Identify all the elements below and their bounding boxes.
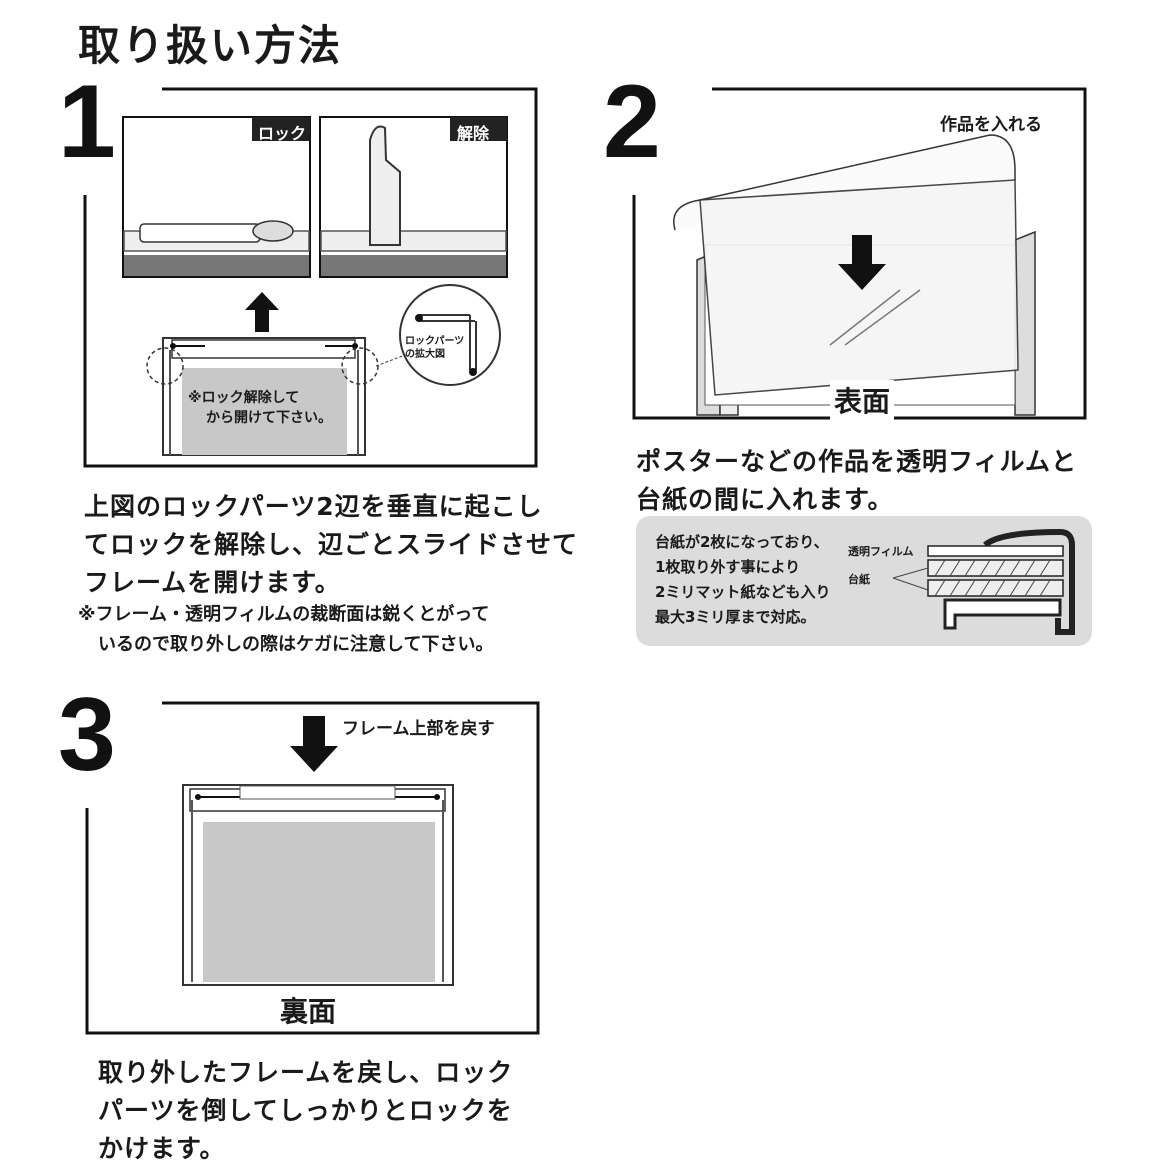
step1-desc-line3: フレームを開けます。 — [84, 568, 341, 597]
lock-parts-callout — [399, 284, 501, 386]
step3-number: 3 — [58, 677, 116, 793]
page-title: 取り扱い方法 — [78, 21, 343, 70]
info-line4: 最大3ミリ厚まで対応。 — [655, 608, 816, 626]
callout-label: ロックパーツ の拡大図 — [405, 335, 464, 361]
step1-description: 上図のロックパーツ2辺を垂直に起こし てロックを解除し、辺ごとスライドさせて フ… — [84, 488, 578, 602]
step2-number: 2 — [603, 64, 661, 180]
step1-warning: ※フレーム・透明フィルムの裁断面は鋭くとがって いるので取り外しの際はケガに注意… — [78, 600, 493, 660]
step3-desc-line2: パーツを倒してしっかりとロックを — [98, 1096, 513, 1125]
step3-description: 取り外したフレームを戻し、ロック パーツを倒してしっかりとロックを かけます。 — [98, 1054, 513, 1168]
inner-note-line2: から開けて下さい。 — [206, 410, 332, 426]
step2-desc-line2: 台紙の間に入れます。 — [636, 485, 894, 514]
release-label: 解除 — [457, 124, 490, 143]
inner-note: ※ロック解除して から開けて下さい。 — [188, 388, 332, 428]
info-line2: 1枚取り外す事により — [655, 558, 801, 576]
callout-label-line1: ロックパーツ — [405, 336, 465, 347]
front-label: 表面 — [830, 380, 895, 420]
step2-description: ポスターなどの作品を透明フィルムと 台紙の間に入れます。 — [636, 443, 1077, 519]
down-arrow-icon — [838, 235, 886, 290]
info-text: 台紙が2枚になっており、 1枚取り外す事により 2ミリマット紙なども入り 最大3… — [655, 530, 830, 630]
step1-desc-line1: 上図のロックパーツ2辺を垂直に起こし — [84, 492, 543, 521]
step3-desc-line3: かけます。 — [98, 1134, 226, 1163]
inner-note-line1: ※ロック解除して — [188, 390, 300, 406]
return-label: フレーム上部を戻す — [342, 719, 495, 739]
release-detail-panel — [319, 116, 508, 278]
down-arrow-icon-step3 — [290, 716, 338, 772]
step1-number: 1 — [58, 64, 116, 180]
back-label: 裏面 — [280, 995, 337, 1028]
step3-desc-line1: 取り外したフレームを戻し、ロック — [98, 1058, 514, 1087]
lock-detail-panel — [122, 116, 311, 278]
step2-desc-line1: ポスターなどの作品を透明フィルムと — [636, 447, 1078, 476]
warning-line2: いるので取り外しの際はケガに注意して下さい。 — [98, 634, 494, 655]
info-line3: 2ミリマット紙なども入り — [655, 583, 831, 601]
insert-label: 作品を入れる — [940, 115, 1042, 135]
board-label: 台紙 — [848, 573, 870, 586]
callout-label-line2: の拡大図 — [405, 349, 445, 360]
up-arrow-icon — [245, 292, 279, 332]
info-line1: 台紙が2枚になっており、 — [655, 533, 829, 551]
step1-desc-line2: てロックを解除し、辺ごとスライドさせて — [84, 530, 579, 559]
film-label: 透明フィルム — [848, 545, 914, 558]
lock-label: ロック — [258, 124, 307, 143]
frame-top-diagram — [146, 337, 406, 456]
warning-line1: ※フレーム・透明フィルムの裁断面は鋭くとがって — [78, 604, 490, 625]
